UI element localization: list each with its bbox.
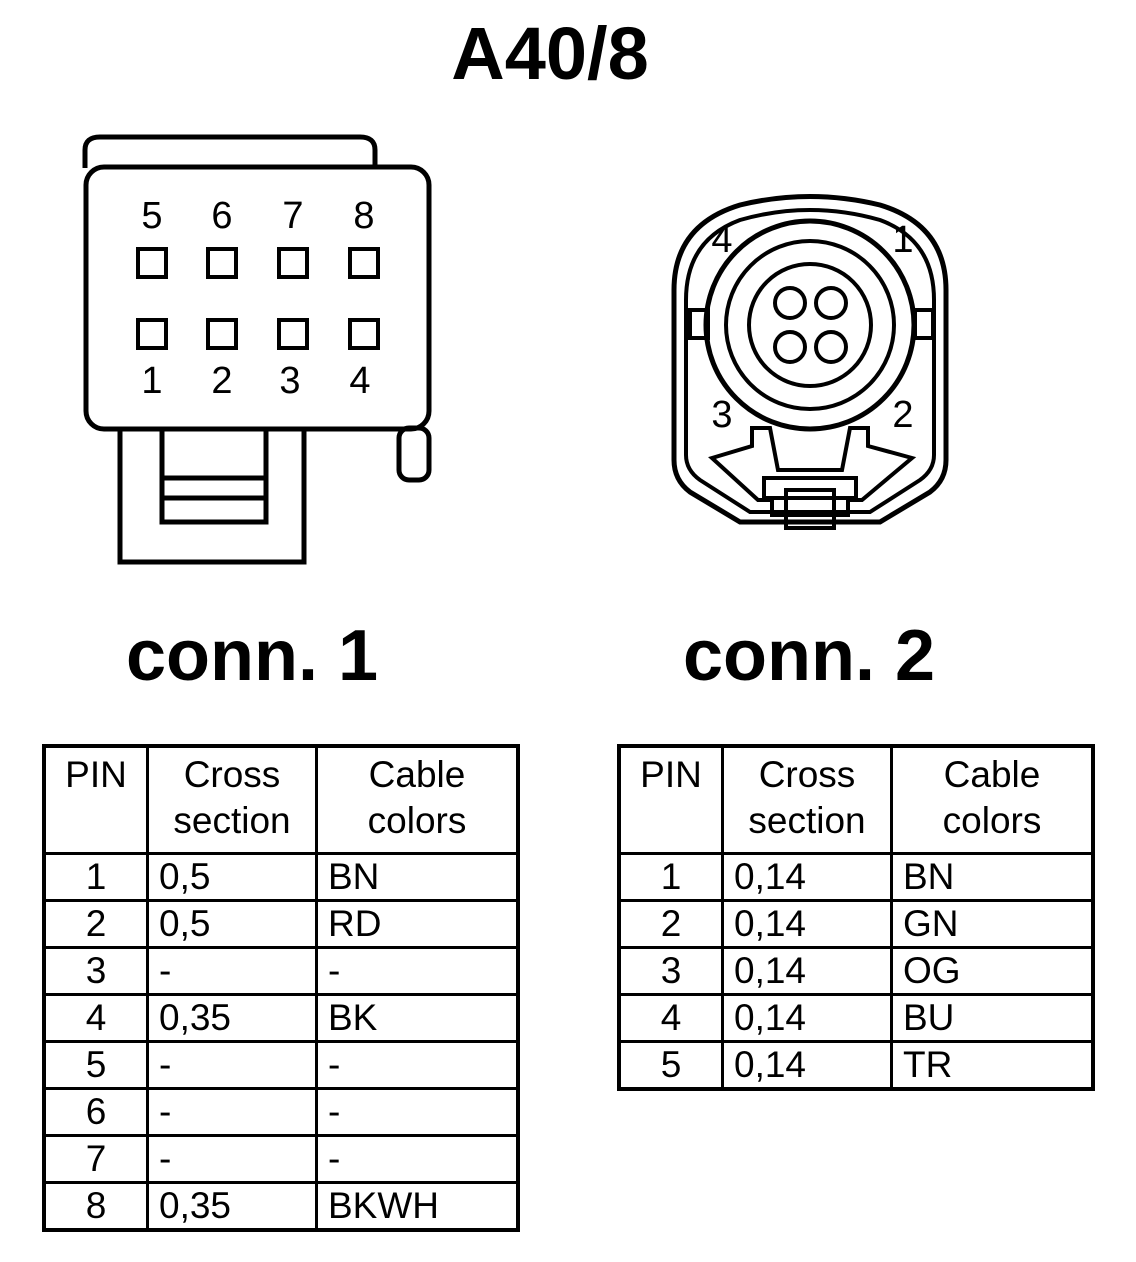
pin-1-contact — [814, 286, 848, 320]
conn1-pin-number: 3 — [279, 360, 300, 402]
cross-section-cell: - — [146, 1134, 318, 1184]
cable-color-cell: - — [315, 946, 520, 996]
connector-2-drawing — [671, 194, 949, 530]
cable-color-cell: TR — [890, 1040, 1095, 1091]
conn1-pin-number: 5 — [141, 195, 162, 237]
cable-color-cell: BK — [315, 993, 520, 1043]
pin-column-header: PIN — [42, 744, 149, 855]
conn2-pin-number: 4 — [711, 219, 732, 261]
pin-2-contact — [814, 330, 848, 364]
pin-1-socket — [136, 318, 168, 350]
connector-drawings: 5 6 7 8 1 2 3 4 4 1 3 2 — [82, 134, 949, 565]
pin-cell: 1 — [617, 852, 724, 902]
cable-color-cell: - — [315, 1040, 520, 1090]
cable-color-cell: - — [315, 1087, 520, 1137]
table-header-row: PIN Cross section Cable colors — [617, 744, 1095, 855]
pin-6-socket — [206, 247, 238, 279]
cable-color-cell: BN — [890, 852, 1095, 902]
pin-cell: 1 — [42, 852, 149, 902]
cross-section-cell: 0,14 — [721, 1040, 893, 1091]
conn1-pin-number: 8 — [353, 195, 374, 237]
conn1-pin-number: 4 — [349, 360, 370, 402]
pin-7-socket — [277, 247, 309, 279]
cable-color-cell: BU — [890, 993, 1095, 1043]
cable-color-cell: BN — [315, 852, 520, 902]
pin-cell: 4 — [42, 993, 149, 1043]
pin-cell: 2 — [617, 899, 724, 949]
pin-cell: 5 — [617, 1040, 724, 1091]
conn2-pin-number: 1 — [892, 219, 913, 261]
diagram-title: A40/8 — [451, 12, 649, 95]
cross-section-cell: 0,5 — [146, 899, 318, 949]
cross-section-column-header: Cross section — [721, 744, 893, 855]
pin-cell: 2 — [42, 899, 149, 949]
connector-1-drawing — [82, 134, 432, 565]
cross-section-cell: - — [146, 1087, 318, 1137]
pin-cell: 7 — [42, 1134, 149, 1184]
pin-cell: 3 — [42, 946, 149, 996]
cross-section-cell: 0,14 — [721, 946, 893, 996]
table-header-row: PIN Cross section Cable colors — [42, 744, 520, 855]
cross-section-cell: 0,5 — [146, 852, 318, 902]
cross-section-cell: 0,35 — [146, 1181, 318, 1232]
pin-3-socket — [277, 318, 309, 350]
pin-2-socket — [206, 318, 238, 350]
pin-5-socket — [136, 247, 168, 279]
cable-colors-column-header: Cable colors — [315, 744, 520, 855]
cross-section-cell: 0,35 — [146, 993, 318, 1043]
conn2-pin-number: 2 — [892, 394, 913, 436]
conn1-pin-number: 6 — [211, 195, 232, 237]
cross-section-cell: 0,14 — [721, 899, 893, 949]
cross-section-column-header: Cross section — [146, 744, 318, 855]
cable-color-cell: - — [315, 1134, 520, 1184]
pin-cell: 5 — [42, 1040, 149, 1090]
cable-color-cell: OG — [890, 946, 1095, 996]
cross-section-cell: - — [146, 1040, 318, 1090]
cable-color-cell: GN — [890, 899, 1095, 949]
conn1-pin-number: 2 — [211, 360, 232, 402]
cable-color-cell: BKWH — [315, 1181, 520, 1232]
cross-section-cell: 0,14 — [721, 852, 893, 902]
pin-cell: 4 — [617, 993, 724, 1043]
conn1-pin-number: 7 — [282, 195, 303, 237]
pin-4-socket — [348, 318, 380, 350]
connector-2-label: conn. 2 — [683, 616, 936, 696]
pin-cell: 8 — [42, 1181, 149, 1232]
cable-colors-column-header: Cable colors — [890, 744, 1095, 855]
pin-4-contact — [773, 286, 807, 320]
pin-3-contact — [773, 330, 807, 364]
pin-cell: 6 — [42, 1087, 149, 1137]
cross-section-cell: - — [146, 946, 318, 996]
pin-8-socket — [348, 247, 380, 279]
cable-color-cell: RD — [315, 899, 520, 949]
table-row: 5-- — [42, 1040, 520, 1090]
pin-cell: 3 — [617, 946, 724, 996]
pin-column-header: PIN — [617, 744, 724, 855]
conn1-pin-number: 1 — [141, 360, 162, 402]
table-row: 6-- — [42, 1087, 520, 1137]
table-row: 7-- — [42, 1134, 520, 1184]
table-row: 3-- — [42, 946, 520, 996]
cross-section-cell: 0,14 — [721, 993, 893, 1043]
connector-1-label: conn. 1 — [126, 616, 379, 696]
conn2-pin-number: 3 — [711, 394, 732, 436]
